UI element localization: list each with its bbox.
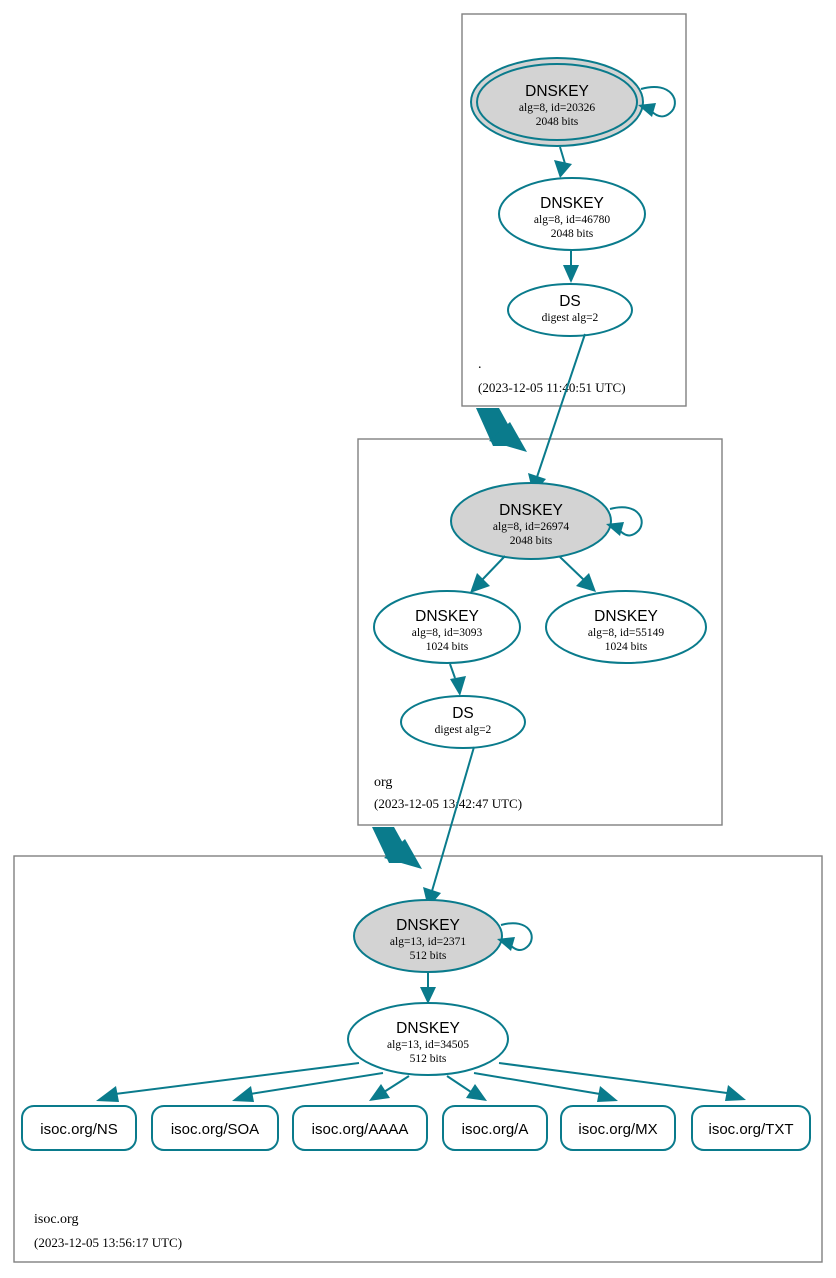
isoc-ksk-detail-label: alg=13, id=2371	[390, 936, 466, 948]
node-root-ksk[interactable]: DNSKEY alg=8, id=20326 2048 bits	[470, 57, 644, 147]
node-org-zsk-3093[interactable]: DNSKEY alg=8, id=3093 1024 bits	[373, 590, 521, 664]
zone-label-root-timestamp: (2023-12-05 11:40:51 UTC)	[478, 380, 626, 395]
edge-isoc-zsk-to-rrset-mx	[473, 1072, 618, 1102]
rrset-txt-label: isoc.org/TXT	[708, 1121, 793, 1138]
edge-org-ksk-to-zsk-3093	[470, 555, 506, 593]
org-ds-type-label: DS	[452, 705, 474, 722]
node-root-ds[interactable]: DS digest alg=2	[507, 283, 633, 337]
node-org-zsk-55149[interactable]: DNSKEY alg=8, id=55149 1024 bits	[545, 590, 707, 664]
root-ds-detail-label: digest alg=2	[542, 312, 599, 324]
rrset-soa-box	[151, 1105, 279, 1151]
org-zsk-3093-type-label: DNSKEY	[415, 608, 479, 625]
rrset-soa-label: isoc.org/SOA	[171, 1121, 259, 1138]
rrset-txt-box	[691, 1105, 811, 1151]
org-ksk-type-label: DNSKEY	[499, 502, 563, 519]
rrset-mx-box	[560, 1105, 676, 1151]
zone-label-root-name: .	[478, 357, 482, 372]
node-root-zsk[interactable]: DNSKEY alg=8, id=46780 2048 bits	[498, 177, 646, 251]
root-ksk-inner-ellipse	[476, 63, 638, 141]
org-zsk-3093-ellipse	[373, 590, 521, 664]
node-isoc-zsk[interactable]: DNSKEY alg=13, id=34505 512 bits	[347, 1002, 509, 1076]
rrset-mx-label: isoc.org/MX	[578, 1121, 657, 1138]
node-isoc-ksk[interactable]: DNSKEY alg=13, id=2371 512 bits	[353, 899, 503, 973]
isoc-ksk-bits-label: 512 bits	[410, 950, 447, 962]
isoc-zsk-type-label: DNSKEY	[396, 1020, 460, 1037]
root-ksk-bits-label: 2048 bits	[536, 116, 579, 128]
org-zsk-55149-type-label: DNSKEY	[594, 608, 658, 625]
isoc-ksk-self-signature-loop	[497, 922, 533, 952]
org-zsk-55149-bits-label: 1024 bits	[605, 641, 648, 653]
rrset-aaaa[interactable]: isoc.org/AAAA	[292, 1105, 428, 1151]
edge-isoc-ksk-to-isoc-zsk	[420, 973, 436, 1004]
org-zsk-3093-detail-label: alg=8, id=3093	[412, 627, 483, 639]
edge-isoc-zsk-to-rrset-aaaa	[369, 1075, 410, 1101]
rrset-mx[interactable]: isoc.org/MX	[560, 1105, 676, 1151]
edge-isoc-zsk-to-rrset-a	[446, 1075, 487, 1101]
root-ds-type-label: DS	[559, 293, 581, 310]
node-org-ds[interactable]: DS digest alg=2	[400, 695, 526, 749]
zone-label-isoc-name: isoc.org	[34, 1212, 78, 1227]
rrset-a-box	[442, 1105, 548, 1151]
rrset-ns-box	[21, 1105, 137, 1151]
root-ds-ellipse	[507, 283, 633, 337]
root-zsk-type-label: DNSKEY	[540, 195, 604, 212]
org-ksk-ellipse	[450, 482, 612, 560]
root-zsk-ellipse	[498, 177, 646, 251]
root-zsk-detail-label: alg=8, id=46780	[534, 214, 610, 226]
node-org-ksk[interactable]: DNSKEY alg=8, id=26974 2048 bits	[450, 482, 612, 560]
edge-isoc-zsk-to-rrset-soa	[232, 1072, 384, 1102]
edge-root-ksk-to-root-zsk	[554, 146, 572, 178]
isoc-zsk-detail-label: alg=13, id=34505	[387, 1039, 469, 1051]
org-ds-ellipse	[400, 695, 526, 749]
rrset-txt[interactable]: isoc.org/TXT	[691, 1105, 811, 1151]
zone-label-org-name: org	[374, 775, 392, 790]
rrset-ns-label: isoc.org/NS	[40, 1121, 118, 1138]
org-zsk-55149-detail-label: alg=8, id=55149	[588, 627, 664, 639]
rrset-a[interactable]: isoc.org/A	[442, 1105, 548, 1151]
edge-org-zsk-3093-to-org-ds	[449, 663, 466, 696]
rrset-soa[interactable]: isoc.org/SOA	[151, 1105, 279, 1151]
rrset-ns[interactable]: isoc.org/NS	[21, 1105, 137, 1151]
rrset-aaaa-box	[292, 1105, 428, 1151]
isoc-ksk-type-label: DNSKEY	[396, 917, 460, 934]
org-zsk-3093-bits-label: 1024 bits	[426, 641, 469, 653]
root-ksk-type-label: DNSKEY	[525, 83, 589, 100]
zone-label-org-timestamp: (2023-12-05 13:42:47 UTC)	[374, 796, 522, 811]
org-zsk-55149-ellipse	[545, 590, 707, 664]
org-ksk-self-signature-loop	[606, 506, 643, 537]
org-ksk-detail-label: alg=8, id=26974	[493, 521, 569, 533]
root-ksk-detail-label: alg=8, id=20326	[519, 102, 595, 114]
zone-connector-org-to-isoc	[372, 827, 422, 869]
root-zsk-bits-label: 2048 bits	[551, 228, 594, 240]
zone-connector-root-to-org	[476, 408, 527, 452]
rrset-aaaa-label: isoc.org/AAAA	[312, 1121, 409, 1138]
org-ds-detail-label: digest alg=2	[435, 724, 492, 736]
org-ksk-bits-label: 2048 bits	[510, 535, 553, 547]
zone-label-isoc-timestamp: (2023-12-05 13:56:17 UTC)	[34, 1235, 182, 1250]
isoc-zsk-bits-label: 512 bits	[410, 1053, 447, 1065]
edge-isoc-zsk-to-rrset-txt	[498, 1062, 746, 1101]
rrset-a-label: isoc.org/A	[462, 1121, 529, 1138]
isoc-ksk-ellipse	[353, 899, 503, 973]
edge-org-ksk-to-zsk-55149	[559, 556, 596, 592]
edge-isoc-zsk-to-rrset-ns	[96, 1062, 360, 1102]
root-ksk-self-signature-loop	[638, 86, 676, 118]
edge-root-zsk-to-root-ds	[563, 251, 579, 283]
